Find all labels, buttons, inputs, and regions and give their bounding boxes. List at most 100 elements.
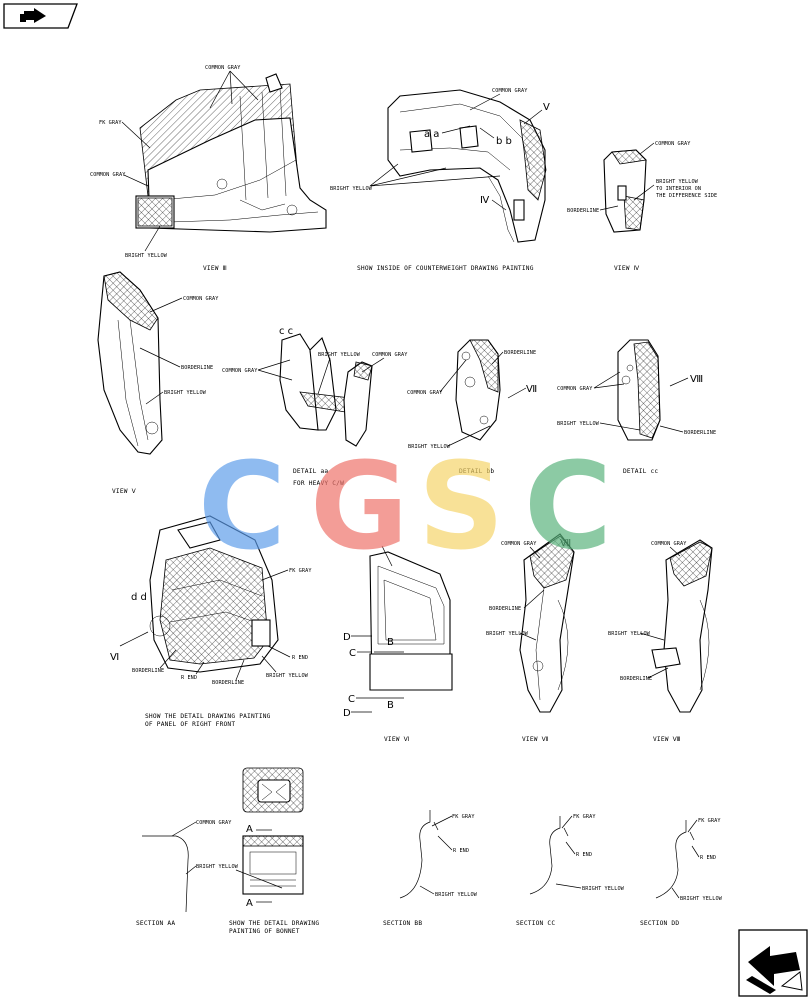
letter-view-8-a: Ⅷ <box>690 374 703 385</box>
label-common-gray-v3b: COMMON GRAY <box>90 172 126 178</box>
label-bright-yellow-dbb: BRIGHT YELLOW <box>408 444 451 450</box>
caption-view-3: VIEW Ⅲ <box>203 265 227 272</box>
watermark-letter-c1: C <box>198 438 286 577</box>
view-5-callouts: COMMON GRAY BORDERLINE BRIGHT YELLOW VIE… <box>112 296 219 495</box>
view-7-callouts: COMMON GRAY Ⅶ BORDERLINE BRIGHT YELLOW V… <box>486 538 571 743</box>
detail-aa-callouts: c c COMMON GRAY BRIGHT YELLOW COMMON GRA… <box>222 326 408 487</box>
caption-section-bb: SECTION BB <box>383 920 422 927</box>
watermark-letter-c2: C <box>524 438 612 577</box>
caption-section-cc: SECTION CC <box>516 920 555 927</box>
letter-view-4: Ⅳ <box>480 195 490 206</box>
caption-view-5: VIEW Ⅴ <box>112 488 137 495</box>
letter-bb: b b <box>496 136 512 147</box>
letter-b-1: B <box>387 637 394 648</box>
letter-view-6-a: Ⅵ <box>110 652 119 663</box>
view-8-callouts: COMMON GRAY BRIGHT YELLOW BORDERLINE VIE… <box>608 541 687 743</box>
folder-arrow-icon[interactable] <box>3 3 78 29</box>
label-common-gray-v5: COMMON GRAY <box>183 296 219 302</box>
label-interior-3: THE DIFFERENCE SIDE <box>656 193 717 199</box>
view-3-callouts: COMMON GRAY FK GRAY COMMON GRAY BRIGHT Y… <box>90 65 259 272</box>
watermark-letter-s: S <box>418 438 504 577</box>
label-r-end-sdd: R END <box>700 855 716 861</box>
label-bright-yellow-saa: BRIGHT YELLOW <box>196 864 239 870</box>
detail-bb-callouts: BORDERLINE COMMON GRAY Ⅶ BRIGHT YELLOW D… <box>407 350 537 475</box>
caption-view-4: VIEW Ⅳ <box>614 265 640 272</box>
label-common-gray-daa2: COMMON GRAY <box>372 352 408 358</box>
caption-view-7: VIEW Ⅶ <box>522 736 549 743</box>
caption-right-front-1: SHOW THE DETAIL DRAWING PAINTING <box>145 713 271 720</box>
letter-c-2: C <box>348 694 355 705</box>
next-page-arrow-icon[interactable] <box>738 929 808 997</box>
caption-view-8: VIEW Ⅷ <box>653 736 681 743</box>
view-5-drawing <box>97 271 163 455</box>
section-aa-callouts: COMMON GRAY A BRIGHT YELLOW A SECTION AA… <box>136 820 319 935</box>
detail-aa-drawing <box>279 333 373 447</box>
label-common-gray-dcc: COMMON GRAY <box>557 386 593 392</box>
detail-bb-drawing <box>455 339 501 441</box>
label-borderline-v5: BORDERLINE <box>181 365 213 371</box>
label-borderline-rf2: BORDERLINE <box>212 680 244 686</box>
label-fk-gray-sbb: FK GRAY <box>452 814 475 820</box>
caption-right-front-2: OF PANEL OF RIGHT FRONT <box>145 721 235 728</box>
label-bright-yellow-v8: BRIGHT YELLOW <box>608 631 651 637</box>
label-fk-gray-rf: FK GRAY <box>289 568 312 574</box>
label-interior-2: TO INTERIOR ON <box>656 186 701 192</box>
view-6-callouts: D B C C B D VIEW Ⅵ <box>343 632 409 743</box>
caption-detail-aa-2: FOR HEAVY C/W <box>293 480 344 487</box>
section-bb-callouts: FK GRAY R END BRIGHT YELLOW SECTION BB <box>383 814 478 927</box>
section-aa-drawing <box>142 835 189 913</box>
label-borderline-dbb: BORDERLINE <box>504 350 536 356</box>
label-common-gray-saa: COMMON GRAY <box>196 820 232 826</box>
letter-aa: a a <box>424 129 439 140</box>
label-borderline-v4: BORDERLINE <box>567 208 599 214</box>
label-bright-yellow-daa: BRIGHT YELLOW <box>318 352 361 358</box>
letter-view-7-a: Ⅶ <box>526 384 537 395</box>
detail-cc-callouts: Ⅷ COMMON GRAY BRIGHT YELLOW BORDERLINE D… <box>557 371 716 475</box>
label-borderline-rf: BORDERLINE <box>132 668 164 674</box>
right-front-callouts: d d FK GRAY Ⅵ BORDERLINE R END BORDERLIN… <box>110 568 312 728</box>
label-bright-yellow-cw: BRIGHT YELLOW <box>330 186 373 192</box>
view-7-drawing <box>519 533 575 713</box>
label-common-gray-v8: COMMON GRAY <box>651 541 687 547</box>
view-3-drawing <box>135 73 327 233</box>
letter-dd: d d <box>131 592 147 603</box>
label-r-end-rf2: R END <box>292 655 308 661</box>
label-bright-yellow-v5: BRIGHT YELLOW <box>164 390 207 396</box>
letter-a-2: A <box>246 898 253 909</box>
label-borderline-v7: BORDERLINE <box>489 606 521 612</box>
right-front-panel-drawing <box>149 515 279 673</box>
caption-bonnet-2: PAINTING OF BONNET <box>229 928 300 935</box>
view-6-drawing <box>369 545 453 691</box>
label-common-gray-v4: COMMON GRAY <box>655 141 691 147</box>
cgsc-watermark: C G S C <box>198 438 612 577</box>
caption-bonnet-1: SHOW THE DETAIL DRAWING <box>229 920 319 927</box>
counterweight-drawing <box>387 89 547 243</box>
watermark-letter-g: G <box>310 438 409 577</box>
letter-view-7-b: Ⅶ <box>560 538 571 549</box>
view-4-callouts: COMMON GRAY BRIGHT YELLOW TO INTERIOR ON… <box>567 141 717 272</box>
label-r-end-scc: R END <box>576 852 592 858</box>
label-bright-yellow-v3: BRIGHT YELLOW <box>125 253 168 259</box>
letter-b-2: B <box>387 700 394 711</box>
view-4-drawing <box>603 149 647 233</box>
label-bright-yellow-v7: BRIGHT YELLOW <box>486 631 529 637</box>
view-8-drawing <box>651 539 713 713</box>
label-bright-yellow-sbb: BRIGHT YELLOW <box>435 892 478 898</box>
detail-cc-drawing <box>617 339 661 441</box>
label-fk-gray-scc: FK GRAY <box>573 814 596 820</box>
letter-a-1: A <box>246 824 253 835</box>
section-dd-callouts: FK GRAY R END BRIGHT YELLOW SECTION DD <box>640 818 723 927</box>
label-bright-yellow-sdd: BRIGHT YELLOW <box>680 896 723 902</box>
label-common-gray-cw: COMMON GRAY <box>492 88 528 94</box>
letter-d-1: D <box>343 632 351 643</box>
caption-detail-bb: DETAIL bb <box>459 468 494 475</box>
caption-section-aa: SECTION AA <box>136 920 175 927</box>
label-r-end-sbb: R END <box>453 848 469 854</box>
label-r-end-rf: R END <box>181 675 197 681</box>
label-bright-yellow-rf: BRIGHT YELLOW <box>266 673 309 679</box>
label-bright-yellow-scc: BRIGHT YELLOW <box>582 886 625 892</box>
caption-section-dd: SECTION DD <box>640 920 679 927</box>
label-fk-gray-sdd: FK GRAY <box>698 818 721 824</box>
letter-cc: c c <box>279 326 293 337</box>
